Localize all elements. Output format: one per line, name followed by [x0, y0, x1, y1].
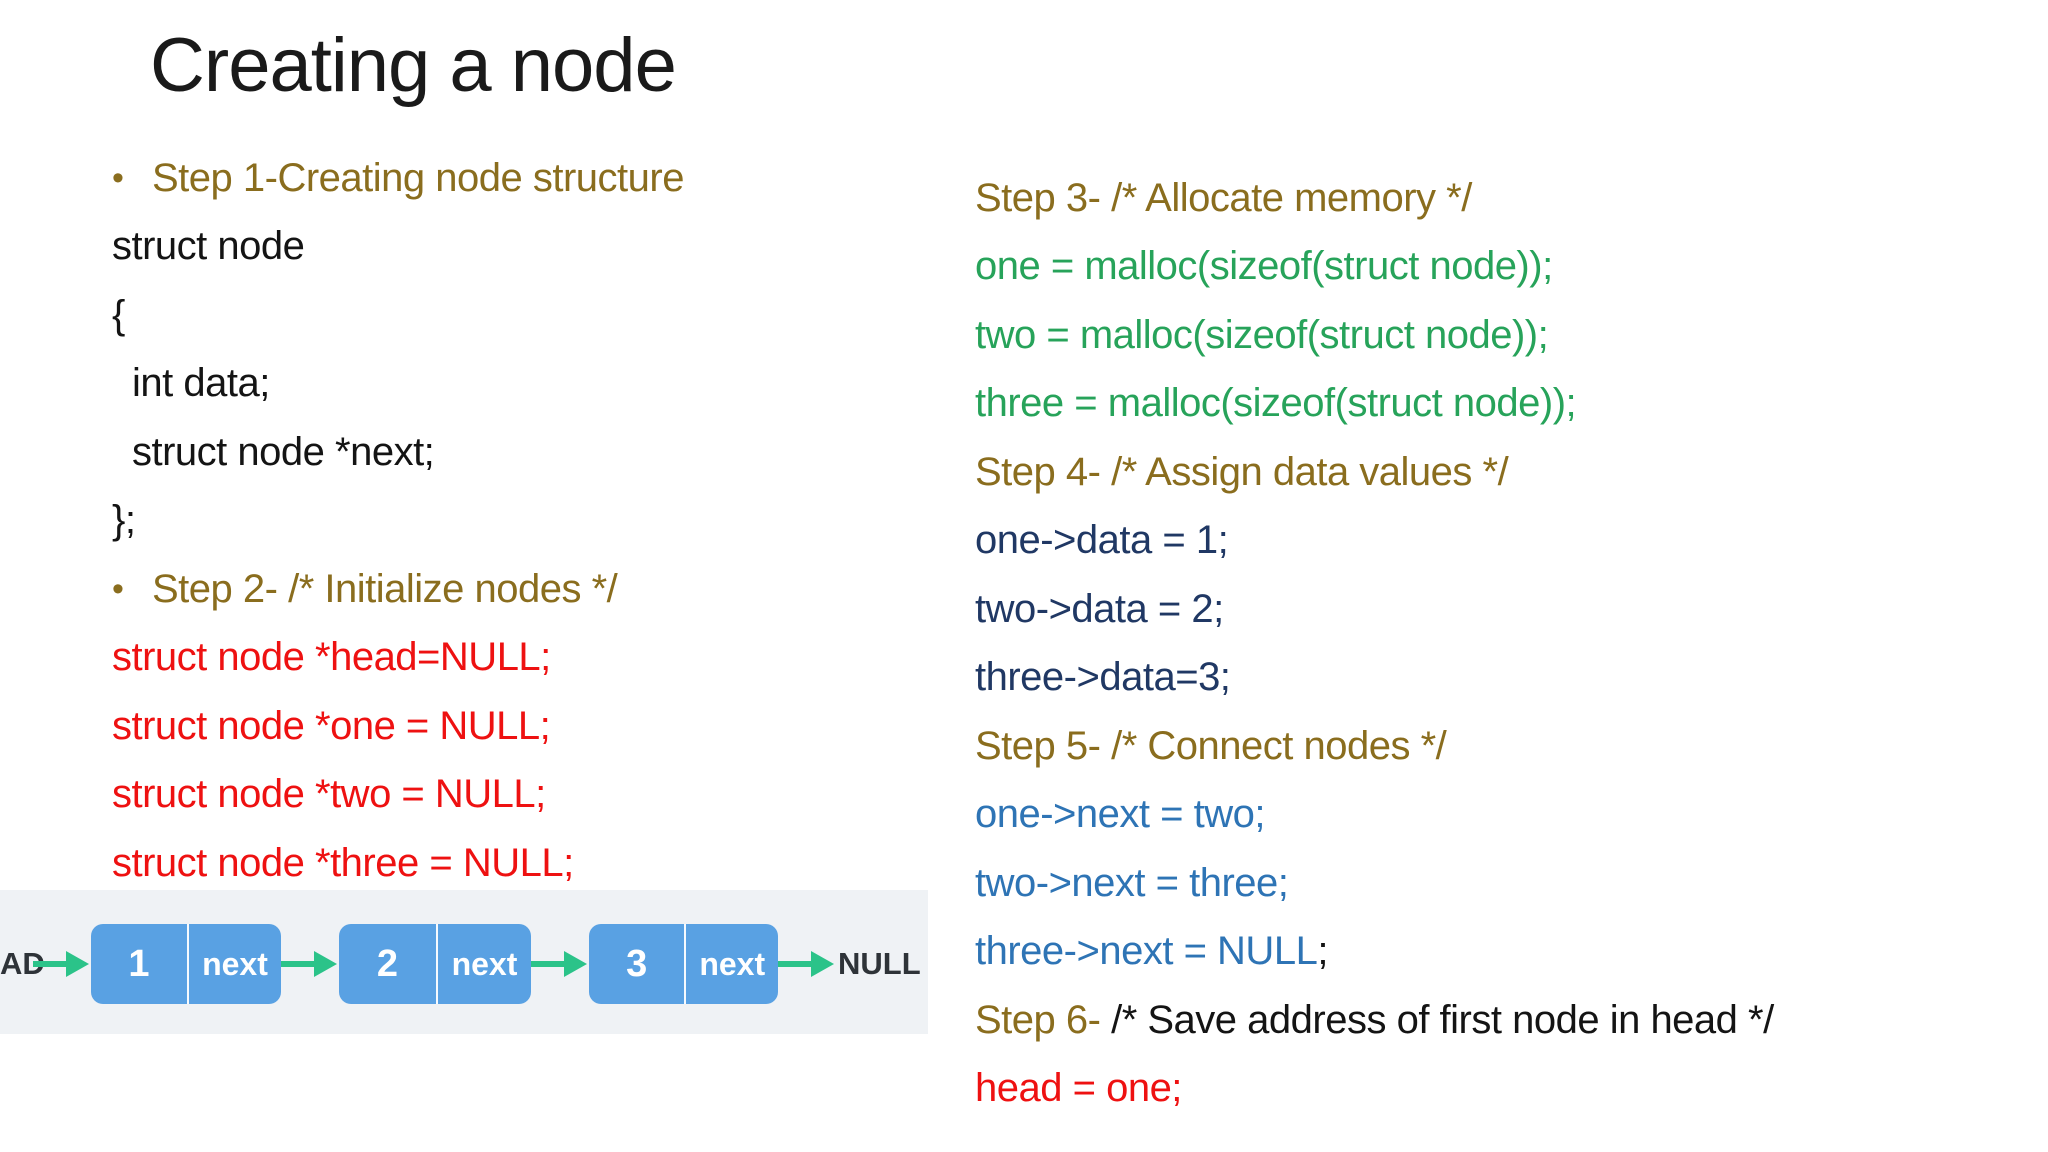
code-text: two->next = three;	[975, 860, 1289, 905]
code-line: struct node	[112, 213, 684, 282]
code-line: one->next = two;	[975, 781, 1774, 850]
code-line: struct node *head=NULL;	[112, 624, 684, 693]
code-text: one->next = two;	[975, 792, 1265, 837]
code-text: head = one;	[975, 1066, 1182, 1111]
null-label: NULL	[838, 946, 921, 981]
code-text: two = malloc(sizeof(struct node));	[975, 312, 1549, 357]
code-line: struct node *three = NULL;	[112, 829, 684, 898]
code-text: struct node *one = NULL;	[112, 703, 551, 748]
code-text: struct node *three = NULL;	[112, 840, 574, 885]
code-text: three->next = NULL	[975, 929, 1318, 974]
code-text: three->data=3;	[975, 655, 1231, 700]
code-line: two->next = three;	[975, 849, 1774, 918]
arrow-right-icon	[531, 951, 587, 977]
linked-list-diagram: AD 1 next 2 next 3 next NULL	[0, 890, 928, 1034]
code-line: Step 4- /* Assign data values */	[975, 438, 1774, 507]
code-text: three = malloc(sizeof(struct node));	[975, 381, 1577, 426]
code-text: Step 4- /* Assign data values */	[975, 449, 1509, 494]
code-text: Step 2- /* Initialize nodes */	[152, 566, 618, 611]
node-data-cell: 1	[91, 924, 189, 1004]
code-line: three->next = NULL;	[975, 918, 1774, 987]
code-line: • Step 2- /* Initialize nodes */	[112, 555, 684, 624]
code-text: struct node	[112, 224, 305, 269]
code-text: Step 3- /* Allocate memory */	[975, 175, 1472, 220]
code-text: };	[112, 498, 136, 543]
code-text: {	[112, 292, 125, 337]
code-line: {	[112, 281, 684, 350]
node-box: 1 next	[91, 924, 281, 1004]
code-text: one = malloc(sizeof(struct node));	[975, 244, 1553, 289]
code-line: head = one;	[975, 1055, 1774, 1124]
node-data-cell: 2	[339, 924, 438, 1004]
slide-title: Creating a node	[150, 23, 677, 108]
code-line: Step 3- /* Allocate memory */	[975, 164, 1774, 233]
code-text: /* Save address of first node in head */	[1111, 997, 1774, 1042]
code-text: Step 1-Creating node structure	[152, 155, 684, 200]
node-box: 2 next	[339, 924, 531, 1004]
code-text: struct node *two = NULL;	[112, 772, 546, 817]
node-box: 3 next	[589, 924, 778, 1004]
code-line: three->data=3;	[975, 644, 1774, 713]
arrow-right-icon	[33, 951, 89, 977]
code-text: struct node *next;	[132, 429, 435, 474]
code-line: two->data = 2;	[975, 575, 1774, 644]
code-line: Step 6- /* Save address of first node in…	[975, 986, 1774, 1055]
arrow-right-icon	[778, 951, 834, 977]
code-line: int data;	[112, 350, 684, 419]
arrow-right-icon	[281, 951, 337, 977]
code-line: two = malloc(sizeof(struct node));	[975, 301, 1774, 370]
code-line: struct node *two = NULL;	[112, 761, 684, 830]
code-line: Step 5- /* Connect nodes */	[975, 712, 1774, 781]
node-next-cell: next	[451, 945, 518, 982]
code-line: one->data = 1;	[975, 507, 1774, 576]
code-text: struct node *head=NULL;	[112, 635, 551, 680]
code-line: one = malloc(sizeof(struct node));	[975, 233, 1774, 302]
node-next-cell: next	[202, 945, 268, 982]
code-text: Step 5- /* Connect nodes */	[975, 723, 1447, 768]
code-text: one->data = 1;	[975, 518, 1229, 563]
code-line: three = malloc(sizeof(struct node));	[975, 370, 1774, 439]
code-column-right: Step 3- /* Allocate memory */ one = mallo…	[975, 164, 1774, 1123]
node-data-cell: 3	[589, 924, 687, 1004]
code-line: struct node *next;	[112, 418, 684, 487]
bullet-icon: •	[112, 569, 124, 608]
bullet-icon: •	[112, 158, 124, 197]
code-text: Step 6-	[975, 997, 1112, 1042]
code-line: • Step 1-Creating node structure	[112, 144, 684, 213]
code-text: two->data = 2;	[975, 586, 1224, 631]
code-line: struct node *one = NULL;	[112, 692, 684, 761]
node-next-cell: next	[699, 945, 766, 982]
code-text: int data;	[132, 361, 270, 406]
code-column-left: • Step 1-Creating node structure struct no…	[112, 144, 684, 898]
code-text: ;	[1317, 929, 1328, 974]
code-line: };	[112, 487, 684, 556]
